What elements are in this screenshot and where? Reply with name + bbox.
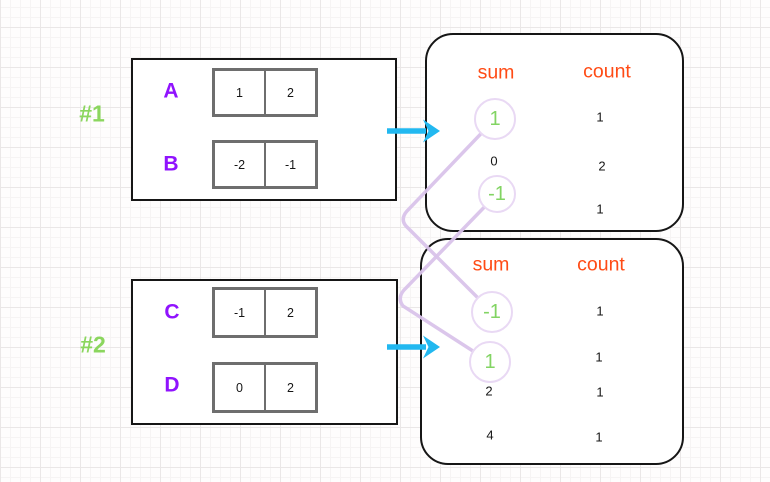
array-b-cell-0: -2 xyxy=(233,157,246,172)
table-1-count-value-row-2: 1 xyxy=(596,201,604,217)
array-a-cells: 1 2 xyxy=(212,68,318,117)
table-1-count-value-row-1: 2 xyxy=(598,158,606,174)
table-1-sum-highlight-row-0: 1 xyxy=(474,98,516,140)
table-1-sum-value-row-2: -1 xyxy=(488,183,506,205)
table-2-sum-highlight-row-0: -1 xyxy=(471,291,513,333)
group-2-label: #2 xyxy=(80,331,106,358)
array-d-label: D xyxy=(164,373,180,397)
table-2-count-value-row-3: 1 xyxy=(595,429,603,445)
table-2-sum-value-row-3: 4 xyxy=(486,427,494,443)
table-2-sum-value-row-2: 2 xyxy=(485,383,493,399)
table-1-sum-highlight-row-2: -1 xyxy=(478,175,516,213)
table-1-sum-value-row-1: 0 xyxy=(490,153,498,169)
table-2-count-value-row-1: 1 xyxy=(595,349,603,365)
array-a-cell-1: 2 xyxy=(264,71,315,114)
table-1-sum-header: sum xyxy=(477,61,515,84)
group-1-label: #1 xyxy=(79,100,105,127)
result-table-2 xyxy=(420,238,684,465)
array-b-cells: -2 -1 xyxy=(212,140,318,189)
array-a-cell-0: 1 xyxy=(236,85,243,100)
table-2-count-value-row-0: 1 xyxy=(596,303,604,319)
array-a-label: A xyxy=(163,79,179,103)
result-table-1 xyxy=(425,33,684,232)
array-d-cell-0: 0 xyxy=(236,380,243,395)
array-c-cell-0: -1 xyxy=(233,305,246,320)
array-b-cell-1: -1 xyxy=(264,143,315,186)
array-d-cell-1: 2 xyxy=(264,365,315,410)
table-1-count-header: count xyxy=(583,60,631,83)
table-2-sum-header: sum xyxy=(472,253,510,276)
table-1-count-value-row-0: 1 xyxy=(596,109,604,125)
table-1-sum-value-row-0: 1 xyxy=(489,108,501,130)
array-c-cell-1: 2 xyxy=(264,290,315,335)
array-c-label: C xyxy=(164,300,180,324)
table-2-sum-highlight-row-1: 1 xyxy=(469,341,511,383)
table-2-count-value-row-2: 1 xyxy=(596,384,604,400)
table-2-sum-value-row-0: -1 xyxy=(483,301,501,323)
array-b-label: B xyxy=(163,152,179,176)
table-2-sum-value-row-1: 1 xyxy=(484,351,496,373)
array-d-cells: 0 2 xyxy=(212,362,318,413)
table-2-count-header: count xyxy=(577,253,625,276)
array-c-cells: -1 2 xyxy=(212,287,318,338)
